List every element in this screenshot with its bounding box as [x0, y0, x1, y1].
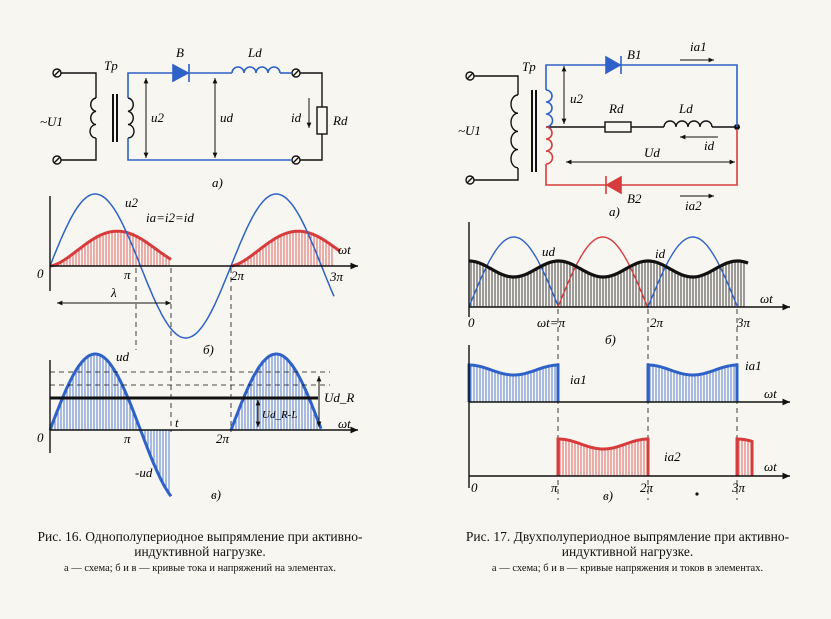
label-omega-t: ωt	[338, 416, 351, 431]
label-zero: 0	[468, 315, 475, 330]
ia1-curve	[646, 363, 739, 402]
label-t: t	[175, 415, 179, 430]
fig16-plot-b	[49, 193, 358, 432]
diode-b2	[605, 175, 622, 195]
ud-hatch	[51, 354, 321, 494]
resistor-rd	[604, 121, 632, 133]
label-wave-ia1: ia1	[745, 358, 762, 373]
ia1-curve	[467, 363, 560, 402]
label-ld: Ld	[247, 45, 262, 60]
subfig-label: б)	[605, 332, 616, 347]
fig16-plot-c	[48, 352, 358, 498]
ia2-curve	[735, 437, 754, 476]
label-id: id	[291, 110, 302, 125]
label-three-pi: 3π	[731, 480, 746, 495]
fig16-caption-title: Рис. 16. Однополупериодное выпрямление п…	[37, 529, 363, 559]
ia2-curve	[556, 437, 650, 476]
label-minus-ud: -ud	[135, 465, 153, 480]
subfig-label: а)	[212, 175, 223, 190]
label-omega-t: ωt	[760, 291, 773, 306]
label-two-pi: 2π	[640, 480, 654, 495]
label-ud-big: Ud	[644, 145, 660, 160]
fig17-caption: Рис. 17. Двухполупериодное выпрямление п…	[455, 529, 800, 575]
label-tp: Tp	[104, 58, 118, 73]
label-tp: Tp	[522, 59, 536, 74]
label-b1: B1	[627, 47, 641, 62]
fig16-schematic	[52, 63, 328, 165]
label-omega-t: ωt	[764, 459, 777, 474]
subfig-label: а)	[609, 204, 620, 219]
label-wave-u2: u2	[125, 195, 139, 210]
label-three-pi: 3π	[329, 269, 344, 284]
fig17-labels: Tp B1 ia1 ~U1 u2 Rd Ld id Ud B2 ia2 а) u…	[458, 39, 777, 503]
ia-hatch	[51, 231, 333, 266]
label-b2: B2	[627, 191, 642, 206]
fig16-labels: Tp B Ld ~U1 u2 ud id Rd а) u2 iа=i2=id ω…	[37, 45, 354, 502]
label-ud-r: Ud_R	[324, 390, 354, 405]
diode-b1	[605, 55, 622, 75]
fig17-caption-title: Рис. 17. Двухполупериодное выпрямление п…	[465, 529, 790, 559]
label-wave-ia: iа=i2=id	[146, 210, 194, 225]
label-u1: ~U1	[40, 114, 63, 129]
ud-curve-red	[557, 236, 649, 309]
label-three-pi: 3π	[736, 315, 751, 330]
label-pi: π	[124, 267, 131, 282]
label-wave-id: id	[655, 246, 666, 261]
label-ld: Ld	[678, 101, 693, 116]
label-rd: Rd	[608, 101, 624, 116]
label-omega-t: ωt	[764, 386, 777, 401]
label-wave-ud: ud	[542, 244, 556, 259]
label-diode: B	[176, 45, 184, 60]
subfig-label: в)	[211, 487, 221, 502]
label-lambda: λ	[110, 285, 117, 300]
fig16-caption: Рис. 16. Однополупериодное выпрямление п…	[30, 529, 370, 575]
ia2-hatch	[559, 439, 752, 476]
label-pi: π	[551, 480, 558, 495]
label-pi-eq: ωt=π	[537, 315, 566, 330]
ia1-hatch	[470, 365, 735, 402]
label-zero: 0	[37, 430, 44, 445]
label-wave-ud: ud	[116, 349, 130, 364]
subfig-label: б)	[203, 342, 214, 357]
label-wave-ia2: ia2	[664, 449, 681, 464]
inductor-ld	[231, 66, 281, 74]
id-hatch	[470, 261, 745, 307]
fig17-plot-b	[468, 222, 790, 500]
id-curve	[469, 259, 749, 279]
label-two-pi: 2π	[216, 431, 230, 446]
ia-curve	[49, 229, 341, 268]
subfig-label: в)	[603, 488, 613, 503]
label-u2: u2	[151, 110, 165, 125]
label-two-pi: 2π	[650, 315, 664, 330]
label-ud-rl: Ud_R-L	[262, 409, 297, 421]
inductor-ld	[663, 120, 713, 128]
resistor-rd	[316, 106, 328, 135]
label-zero: 0	[37, 266, 44, 281]
label-pi: π	[124, 431, 131, 446]
label-zero: 0	[471, 480, 478, 495]
label-omega-t: ωt	[338, 242, 351, 257]
label-rd: Rd	[332, 113, 348, 128]
diode-b	[172, 63, 190, 83]
fig17-caption-sub: а — схема; б и в — кривые напряжения и т…	[491, 563, 764, 574]
label-ia1: ia1	[690, 39, 707, 54]
fig16-caption-sub: а — схема; б и в — кривые тока и напряже…	[63, 563, 337, 574]
label-ud: ud	[220, 110, 234, 125]
label-u1: ~U1	[458, 123, 481, 138]
label-id: id	[704, 138, 715, 153]
label-wave-ia1: ia1	[570, 372, 587, 387]
ud-curve	[48, 352, 323, 498]
ud-curve-blue	[647, 236, 738, 308]
u2-curve	[49, 193, 335, 339]
label-ia2: ia2	[685, 198, 702, 213]
fig17-schematic	[465, 55, 740, 199]
fig17-plot-c	[467, 345, 790, 496]
ud-curve-blue	[468, 236, 559, 308]
label-u2: u2	[570, 91, 584, 106]
label-two-pi: 2π	[231, 268, 245, 283]
